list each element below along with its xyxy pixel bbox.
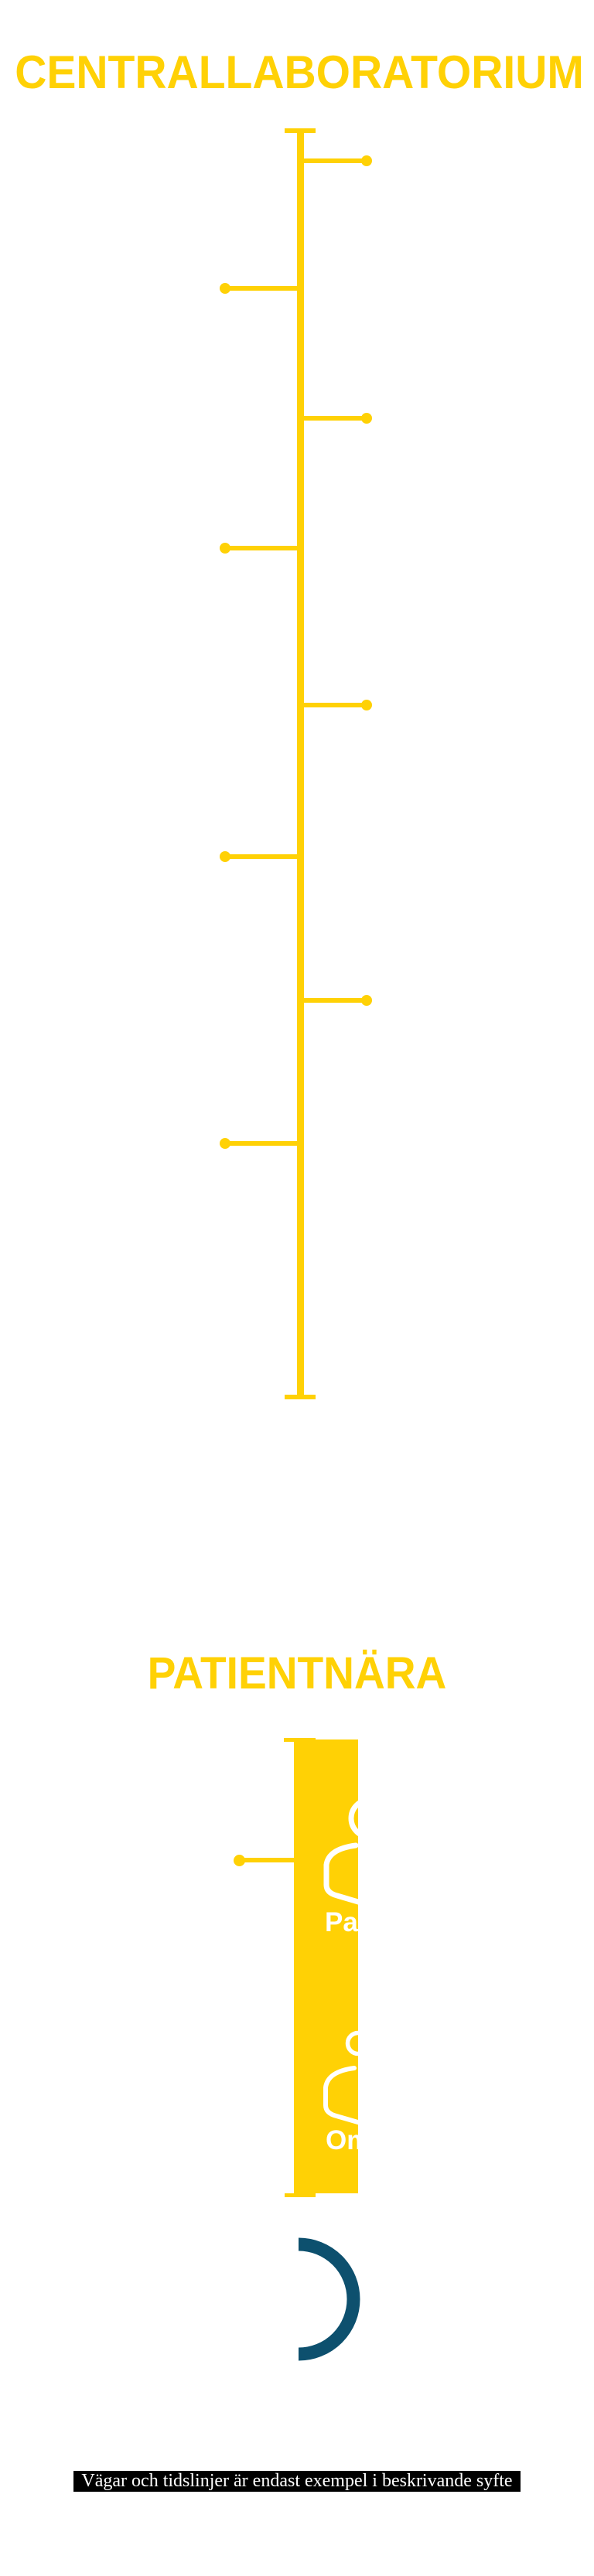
timeline-branch-line (301, 416, 362, 421)
timeline-node (220, 851, 230, 862)
timeline-node (220, 1138, 230, 1149)
patient-bar: Pat Om (294, 1739, 358, 2193)
footnote: Vägar och tidslinjer är endast exempel i… (0, 2471, 594, 2492)
timeline-node (361, 155, 372, 166)
timeline-branch-line (301, 703, 362, 707)
timeline-node (220, 283, 230, 294)
stop-label: Pat (325, 1907, 358, 1937)
timeline-branch-line (301, 998, 362, 1003)
timeline-branch-line (229, 546, 301, 550)
person-icon (323, 2030, 358, 2125)
page-title-patientnara: PATIENTNÄRA (147, 1648, 447, 1699)
semicircle-arc (298, 2237, 360, 2361)
footnote-text: Vägar och tidslinjer är endast exempel i… (73, 2471, 521, 2492)
stop-label: Om (326, 2125, 358, 2155)
timeline-branch-line (229, 286, 301, 291)
timeline-branch-line (301, 158, 362, 163)
timeline-node (361, 995, 372, 1006)
timeline-branch-line (229, 854, 301, 859)
timeline-vertical-line (297, 130, 304, 1399)
timeline-node (361, 413, 372, 424)
timeline-branch-line (229, 1141, 301, 1146)
page-title-centrallaboratorium: CENTRALLABORATORIUM (15, 46, 584, 98)
patient-timeline-node (234, 1855, 245, 1866)
timeline-node (361, 700, 372, 710)
patient-timeline-bottom-cap (285, 2193, 316, 2197)
timeline-node (220, 543, 230, 554)
timeline-bottom-cap (285, 1395, 316, 1399)
person-icon (323, 1800, 358, 1905)
patient-branch-line (240, 1858, 294, 1862)
timeline-top-cap (285, 128, 316, 133)
